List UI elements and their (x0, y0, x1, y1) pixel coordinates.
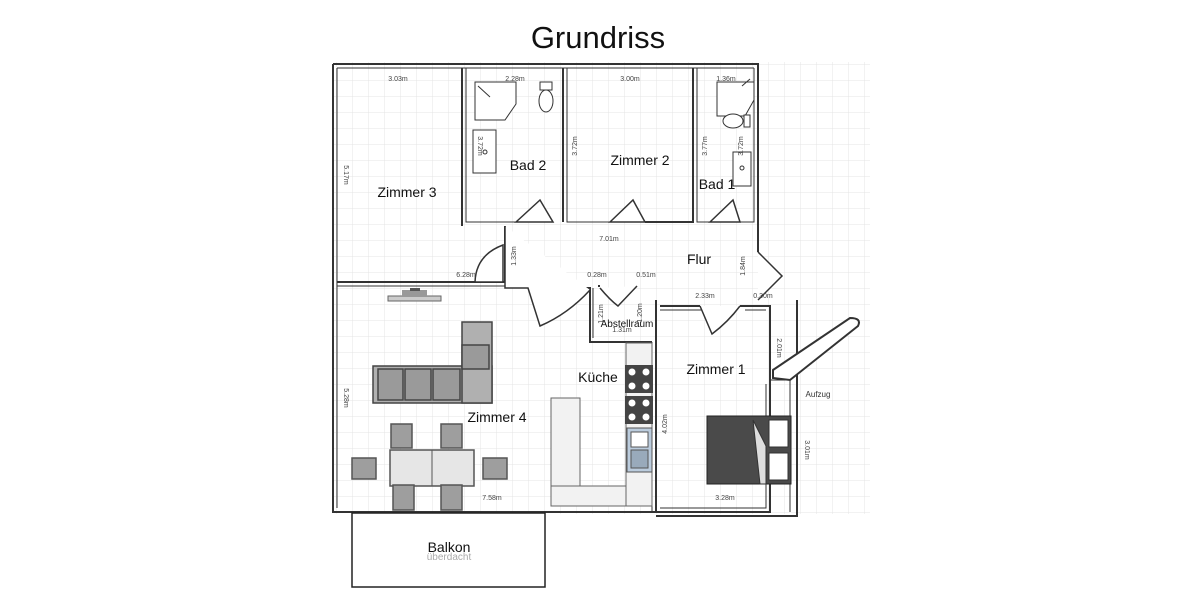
bad2-fixtures (472, 81, 554, 174)
chair-icon (351, 457, 377, 480)
dimension-label: 3.28m (715, 495, 735, 502)
dimension-label: 3.77m (702, 136, 709, 156)
stove-icon (625, 365, 653, 424)
door-zimmer2 (608, 198, 647, 223)
dimension-label: 7.01m (599, 236, 619, 243)
dimension-label: 1.33m (511, 246, 518, 266)
door-zimmer1 (699, 305, 741, 336)
dimension-label: 1.36m (716, 76, 736, 83)
door-zimmer3 (474, 243, 504, 283)
room-label-balkon: Balkon (428, 539, 471, 555)
bed-icon (706, 415, 792, 485)
dimension-label: 7.58m (482, 495, 502, 502)
door-entrance (757, 251, 784, 301)
dimension-label: 3.03m (388, 76, 408, 83)
room-label-aufzug: Aufzug (806, 390, 831, 399)
doors (474, 198, 784, 336)
dimension-label: 5.17m (342, 165, 349, 185)
dimension-label: 2.28m (505, 76, 525, 83)
balkon-note: überdacht (427, 552, 472, 563)
dimension-label: 0.30m (753, 293, 773, 300)
dimension-label: 0.28m (587, 272, 607, 279)
toilet-icon (539, 81, 553, 91)
dining-table-icon (351, 423, 508, 511)
shower-icon (474, 81, 517, 121)
sofa-icon (372, 321, 493, 404)
kitchen-sink-icon (626, 427, 653, 473)
dimension-label: 2.33m (695, 293, 715, 300)
room-label-bad2: Bad 2 (510, 157, 547, 173)
chair-icon (440, 484, 463, 511)
room-label-abstellraum: Abstellraum (601, 319, 654, 330)
chair-icon (482, 457, 508, 480)
door-bad2 (514, 198, 555, 223)
door-bad1 (708, 198, 742, 223)
room-label-zimmer4: Zimmer 4 (467, 409, 526, 425)
shower-icon (716, 81, 755, 117)
room-label-zimmer2: Zimmer 2 (610, 152, 669, 168)
room-label-flur: Flur (687, 251, 711, 267)
aufzug-shape (772, 316, 860, 382)
room-label-kueche: Küche (578, 369, 618, 385)
page-title: Grundriss (530, 20, 666, 55)
dimension-label: 3.72m (476, 136, 483, 156)
dimension-label: 0.51m (636, 272, 656, 279)
room-label-zimmer1: Zimmer 1 (686, 361, 745, 377)
room-label-zimmer3: Zimmer 3 (377, 184, 436, 200)
room-label-bad1: Bad 1 (699, 176, 736, 192)
chair-icon (440, 423, 463, 449)
dimension-label: 3.01m (803, 440, 810, 460)
dimension-label: 3.72m (572, 136, 579, 156)
balkon-area (351, 512, 546, 588)
dimension-label: 3.72m (738, 136, 745, 156)
door-flur-left (504, 226, 591, 328)
dimension-label: 3.00m (620, 76, 640, 83)
dimension-label: 5.28m (342, 388, 349, 408)
dimension-label: 1.21m (598, 304, 605, 324)
dimension-label: 1.20m (637, 303, 644, 323)
dimension-label: 6.28m (456, 272, 476, 279)
toilet-icon (722, 113, 744, 129)
door-abstell (599, 285, 638, 308)
dimension-label: 1.84m (740, 256, 747, 276)
tv-icon (387, 288, 442, 302)
dimension-label: 4.02m (662, 414, 669, 434)
chair-icon (390, 423, 413, 449)
chair-icon (392, 484, 415, 511)
dimension-label: 1.31m (612, 327, 632, 334)
dimension-label: 2.01m (775, 338, 782, 358)
bad1-fixtures (716, 78, 755, 187)
